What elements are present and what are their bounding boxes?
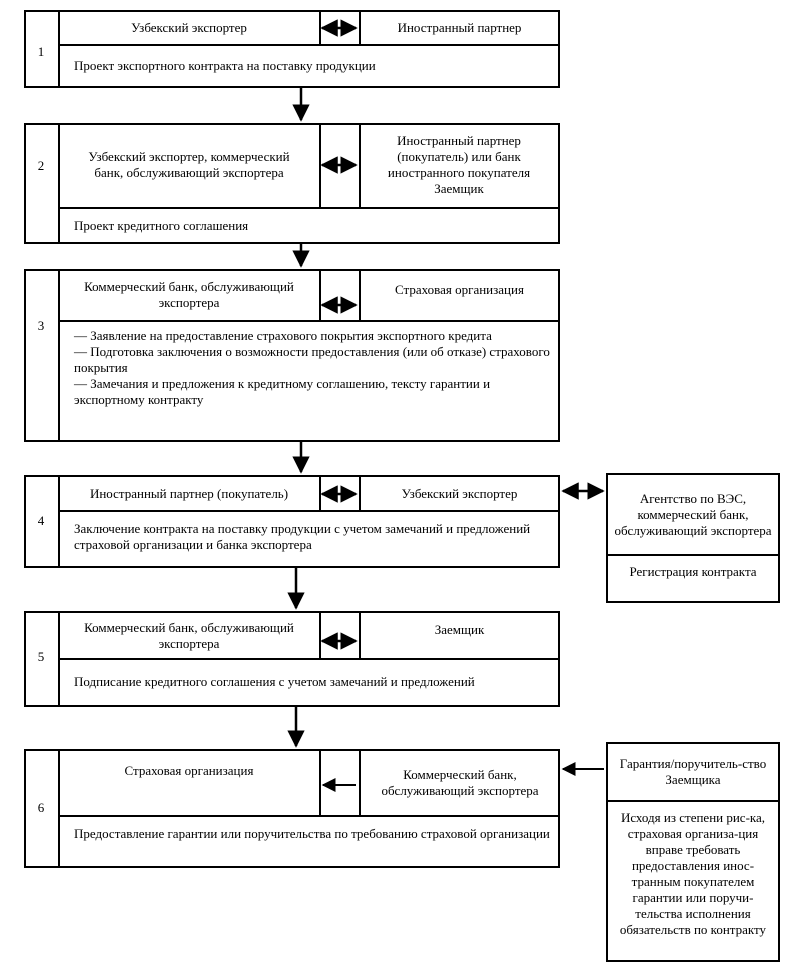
step-5-header-divider: [58, 658, 558, 660]
step-2-arrow-cell-right: [359, 123, 361, 207]
step-3-right-party: Страховая организация: [395, 282, 524, 297]
agency-box: [606, 473, 780, 603]
step-5-right-party: Заемщик: [434, 622, 485, 637]
step-2-right-party: Иностранный партнер (покупатель) или бан…: [387, 133, 531, 196]
step-3-item-1: — Заявление на предоставление страхового…: [74, 328, 492, 343]
step-6-number: 6: [37, 800, 45, 815]
agency-title: Агентство по ВЭС, коммерческий банк, обс…: [614, 490, 772, 538]
step-2-header-divider: [58, 207, 558, 209]
step-3-header-divider: [58, 320, 558, 322]
step-1-left-party: Узбекский экспортер: [131, 20, 247, 35]
step-1-arrow-cell-left: [319, 10, 321, 44]
step-6-box: [24, 749, 560, 868]
step-1-number-divider: [58, 10, 60, 88]
step-2-box: [24, 123, 560, 244]
step-6-number-divider: [58, 749, 60, 868]
step-6-left-party: Страховая организация: [124, 763, 254, 778]
step-1-header-divider: [58, 44, 558, 46]
step-6-header-divider: [58, 815, 558, 817]
guarantee-box: [606, 742, 780, 962]
step-5-description: Подписание кредитного соглашения с учето…: [74, 674, 475, 689]
step-2-arrow-cell-left: [319, 123, 321, 207]
step-1-box: [24, 10, 560, 88]
step-1-right-party: Иностранный партнер: [397, 20, 522, 35]
step-6-arrow-cell-right: [359, 749, 361, 815]
step-2-description: Проект кредитного соглашения: [74, 217, 249, 233]
guarantee-body: Исходя из степени рис-ка, страховая орга…: [619, 810, 767, 937]
step-4-header-divider: [58, 510, 558, 512]
step-4-description: Заключение контракта на поставку продукц…: [74, 521, 531, 552]
step-4-number-divider: [58, 475, 60, 568]
step-2-left-party: Узбекский экспортер, коммерческий банк, …: [88, 149, 290, 180]
step-2-number-divider: [58, 123, 60, 244]
step-5-arrow-cell-right: [359, 611, 361, 658]
step-5-left-party: Коммерческий банк, обслуживающий экспорт…: [84, 619, 294, 651]
step-3-arrow-cell-right: [359, 269, 361, 320]
step-3-item-3: — Замечания и предложения к кредитному с…: [74, 376, 491, 407]
step-1-description: Проект экспортного контракта на поставку…: [74, 58, 376, 73]
step-3-item-2: — Подготовка заключения о возможности пр…: [74, 344, 550, 375]
step-4-arrow-cell-left: [319, 475, 321, 510]
step-2-number: 2: [37, 158, 45, 173]
step-3-description: — Заявление на предоставление страхового…: [60, 328, 558, 408]
guarantee-box-divider: [606, 800, 780, 802]
step-1-number: 1: [37, 44, 45, 59]
step-4-number: 4: [37, 513, 45, 528]
step-6-description: Предоставление гарантии или поручительст…: [74, 826, 550, 841]
step-3-arrow-cell-left: [319, 269, 321, 320]
step-4-right-party: Узбекский экспортер: [401, 485, 518, 501]
guarantee-title: Гарантия/поручитель-ство Заемщика: [619, 756, 767, 787]
step-3-left-party: Коммерческий банк, обслуживающий экспорт…: [84, 278, 294, 310]
step-1-arrow-cell-right: [359, 10, 361, 44]
step-4-box: [24, 475, 560, 568]
step-3-box: [24, 269, 560, 442]
step-4-arrow-cell-right: [359, 475, 361, 510]
step-6-right-party: Коммерческий банк, обслуживающий экспорт…: [381, 767, 539, 798]
step-5-arrow-cell-left: [319, 611, 321, 658]
step-3-number: 3: [37, 318, 45, 333]
step-3-number-divider: [58, 269, 60, 442]
agency-body: Регистрация контракта: [629, 564, 757, 579]
step-4-left-party: Иностранный партнер (покупатель): [89, 485, 289, 501]
step-6-arrow-cell-left: [319, 749, 321, 815]
agency-box-divider: [606, 554, 780, 556]
step-5-number: 5: [37, 649, 45, 664]
